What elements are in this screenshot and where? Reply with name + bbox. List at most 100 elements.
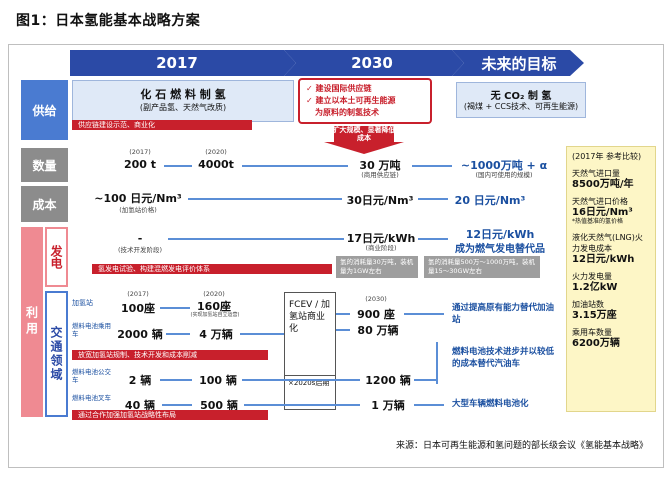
reference-note: *热值基准的氢价格: [572, 218, 624, 225]
station-2017: 100座: [121, 302, 155, 315]
supply-2030-item: ✓ 建立以本土可再生能源: [306, 96, 396, 105]
fcev-label: FCEV / 加氢站商业化: [289, 300, 331, 334]
timeline-2017: 2017: [156, 54, 198, 72]
supply-fossil-sub: (副产品氢、天然气改质): [139, 103, 227, 112]
volume-future-value: ~1000万吨 + α: [460, 159, 548, 172]
station-arrow: [160, 307, 190, 309]
transport-2030-year: (2030): [365, 295, 387, 303]
cost-arrow: [418, 198, 448, 200]
transport-goal-2: 燃料电池技术进步并以较低的成本替代汽油车: [452, 347, 555, 369]
cost-arrow: [188, 198, 342, 200]
reference-value: 8500万吨/年: [572, 179, 634, 190]
reference-value: 6200万辆: [572, 338, 620, 349]
transport-goal-1: 通过提高原有能力替代加油站: [452, 303, 555, 325]
car-arrow: [336, 329, 350, 331]
forklift-arrow: [244, 404, 360, 406]
diagram-frame: [8, 44, 664, 468]
car-2017: 2000 辆: [117, 328, 163, 341]
supply-future-title: 无 CO₂ 制 氢: [490, 90, 552, 102]
bus-2017: 2 辆: [128, 374, 152, 387]
reference-value: 1.2亿kW: [572, 282, 618, 293]
car-arrow: [166, 333, 190, 335]
expand-down-arrow: [324, 126, 404, 154]
transport-goal-3: 大型车辆燃料电池化: [452, 399, 529, 409]
bus-arrow: [242, 379, 360, 381]
volume-arrow: [164, 165, 192, 167]
reference-header: (2017年 参考比较): [572, 152, 642, 161]
row-label-transport: 交通领域: [45, 291, 68, 417]
supply-future-box: 无 CO₂ 制 氢 (褐煤 + CCS技术、可再生能源): [456, 82, 586, 118]
forklift-2017: 40 辆: [124, 399, 156, 412]
source-note: 来源：日本可再生能源和氢问题的部长级会议《氢能基本战略》: [395, 441, 648, 451]
power-2017-note: (技术开发阶段): [117, 246, 163, 254]
cost-future-value: 20 日元/Nm³: [454, 194, 526, 207]
expand-label: 扩大规模、显著降低成本: [332, 126, 396, 142]
station-2030: 900 座: [357, 308, 395, 321]
reference-panel: (2017年 参考比较) 天然气进口量 8500万吨/年 天然气进口价格 16日…: [566, 146, 656, 412]
row-label-use: 利用: [21, 227, 43, 417]
reference-value: 12日元/kWh: [572, 254, 635, 265]
supply-2030-box: ✓ 建设国际供应链 ✓ 建立以本土可再生能源 为原料的制氢技术: [298, 78, 432, 124]
car-arrow: [240, 333, 284, 335]
station-label: 加氢站: [72, 299, 93, 307]
car-label: 燃料电池乘用车: [72, 322, 111, 338]
forklift-2020: 500 辆: [200, 399, 238, 412]
cost-2017-value: ~100 日元/Nm³: [94, 192, 182, 205]
goal-bracket: [436, 342, 438, 384]
car-2020: 4 万辆: [199, 328, 233, 341]
supply-red-bar: 供应链建设示范、商业化: [72, 120, 252, 130]
goal-arrow: [404, 313, 444, 315]
power-2030-note: (商业阶段): [365, 244, 397, 252]
power-arrow: [418, 238, 448, 240]
bus-label: 燃料电池公交车: [72, 368, 111, 384]
row-label-volume: 数量: [21, 148, 68, 182]
transport-2020-year: (2020): [203, 290, 225, 298]
reference-label: 液化天然气(LNG)火力发电成本: [572, 233, 643, 253]
power-future-target: 成为燃气发电替代品: [455, 244, 545, 255]
power-grey-future: 氢的消耗量500万～1000万吨，装机量15～30GW左右: [424, 256, 540, 278]
bus-2030: 1200 辆: [365, 374, 411, 387]
volume-2030-note: (商用供应链): [361, 171, 399, 179]
bus-arrow: [160, 379, 192, 381]
timeline-future: 未来的目标: [481, 54, 557, 73]
reference-label: 火力发电量: [572, 272, 612, 281]
cost-2017-note: (加氢站价格): [119, 206, 157, 214]
supply-future-sub: (褐煤 + CCS技术、可再生能源): [463, 102, 579, 111]
page-title: 图1：日本氢能基本战略方案: [16, 13, 201, 29]
power-grey-2030: 氢的消耗量30万吨，装机量为1GW左右: [336, 256, 418, 278]
reference-label: 天然气进口价格: [572, 197, 628, 206]
forklift-arrow: [162, 404, 192, 406]
volume-2020-value: 4000t: [198, 158, 234, 171]
forklift-label: 燃料电池叉车: [72, 394, 111, 402]
reference-label: 加油站数: [572, 300, 604, 309]
goal-arrow: [414, 404, 444, 406]
volume-future-note: (国内可使用的规模): [475, 171, 533, 179]
timeline-arrows: [70, 50, 584, 76]
transport-2017-year: (2017): [127, 290, 149, 298]
cost-2030-value: 30日元/Nm³: [346, 194, 414, 207]
reference-value: 3.15万座: [572, 310, 617, 321]
station-2020: 160座: [197, 300, 231, 313]
goal-arrow: [414, 379, 436, 381]
supply-2030-item: 为原料的制氢技术: [315, 108, 379, 117]
timeline-2030: 2030: [351, 54, 393, 72]
fcev-box: FCEV / 加氢站商业化 ×2020s后期: [284, 292, 336, 410]
row-label-supply: 供给: [21, 80, 68, 140]
power-arrow: [168, 238, 344, 240]
row-label-power: 发电: [45, 227, 68, 287]
reference-value: 16日元/Nm³: [572, 207, 633, 218]
volume-arrow: [242, 165, 348, 167]
transport-red-bar-1: 放宽加氢站规制、技术开发和成本削减: [72, 350, 268, 360]
volume-2020-year: (2020): [205, 148, 227, 156]
power-future-value: 12日元/kWh: [465, 228, 535, 241]
power-red-bar: 氢发电试验、构建混燃发电评价体系: [92, 264, 332, 274]
reference-label: 天然气进口量: [572, 169, 620, 178]
supply-fossil-title: 化 石 燃 料 制 氢: [140, 88, 226, 101]
late-2020s-label: ×2020s后期: [285, 375, 335, 409]
power-2030-value: 17日元/kWh: [346, 232, 416, 245]
volume-2030-value: 30 万吨: [359, 159, 401, 172]
transport-red-bar-2: 通过合作加强加氢站战略性布局: [72, 410, 268, 420]
supply-fossil-box: 化 石 燃 料 制 氢 (副产品氢、天然气改质): [72, 80, 294, 122]
row-label-cost: 成本: [21, 186, 68, 222]
forklift-2030: 1 万辆: [371, 399, 405, 412]
